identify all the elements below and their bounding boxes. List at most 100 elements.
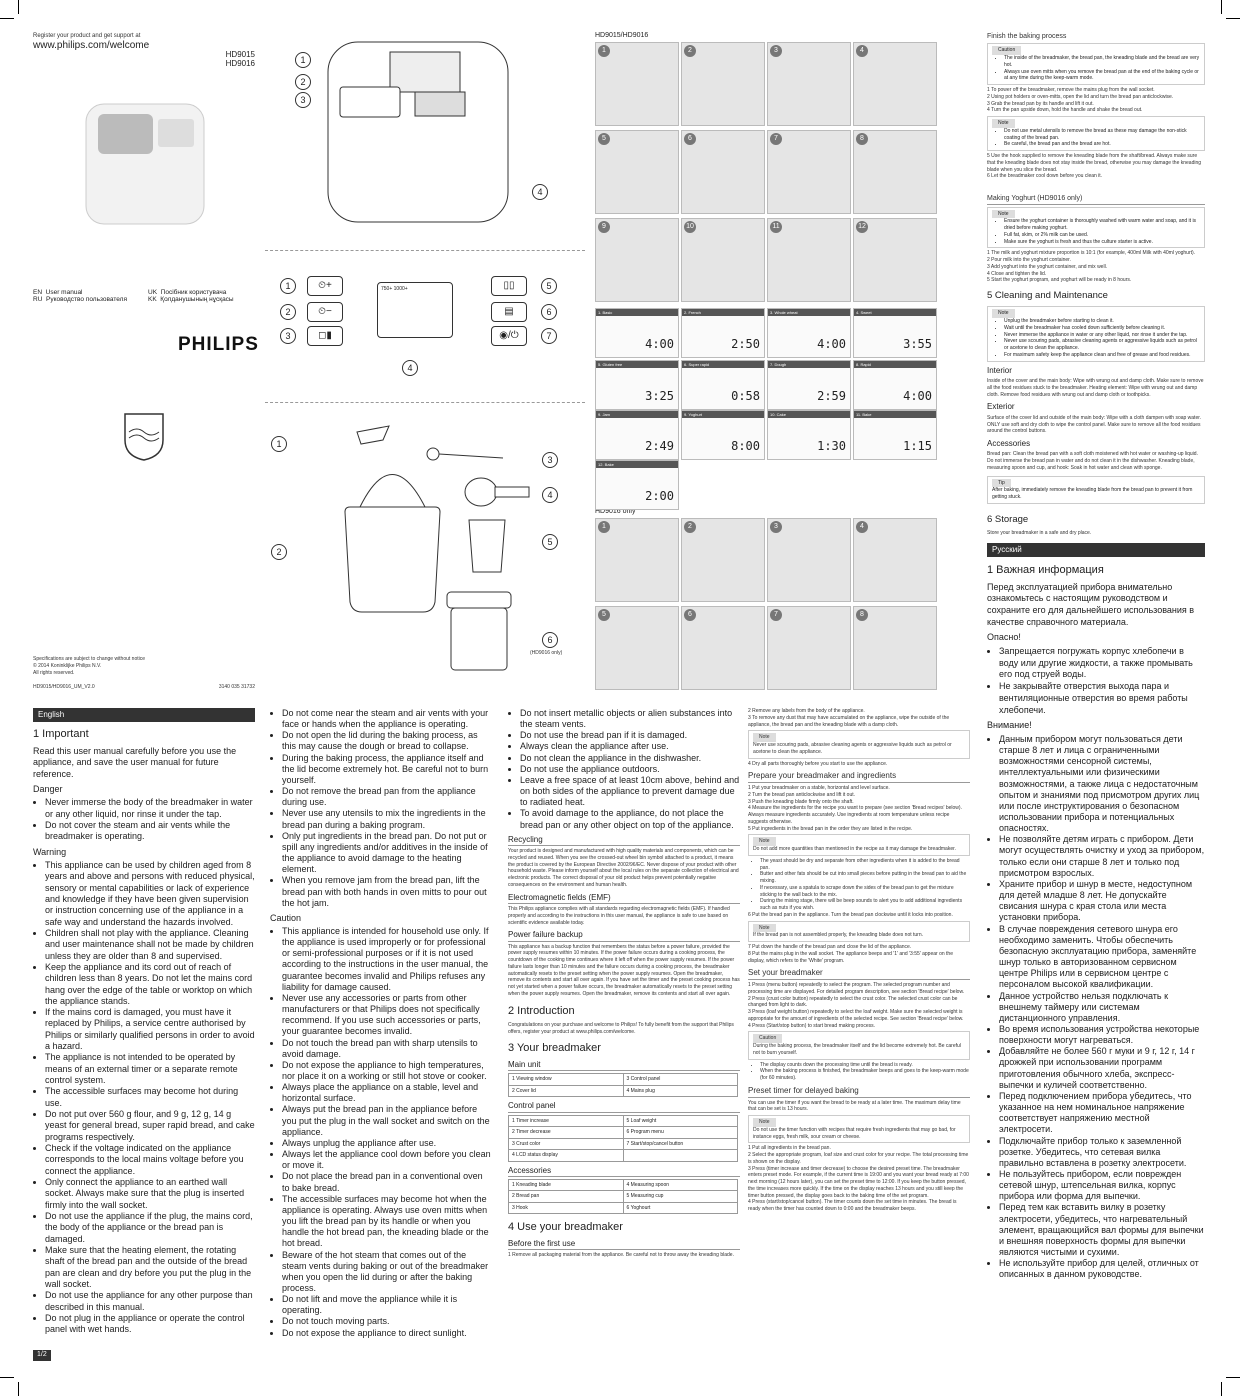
- step-illustration: 7: [767, 130, 851, 214]
- step-item: 1 Put your breadmaker on a stable, horiz…: [748, 785, 890, 792]
- yoghurt-note-list: Ensure the yoghurt container is thorough…: [992, 218, 1200, 245]
- loaf-weight-button[interactable]: ▯▯: [491, 276, 527, 296]
- lang-uk: Посібник користувача: [160, 289, 227, 296]
- table-cell: 1 Kneading blade: [508, 1178, 624, 1192]
- hd9016-only-title: HD9016 only: [595, 508, 636, 515]
- step-number: 6: [684, 609, 696, 621]
- table-cell: 6 Yoghourt: [622, 1201, 738, 1215]
- crop-mark: [1221, 0, 1222, 14]
- list-item: This appliance is intended for household…: [282, 926, 492, 993]
- lcd-status-display: 750+ 1000+: [377, 282, 453, 338]
- register-text: Register your product and get support at: [33, 33, 141, 39]
- step-7: 7 Put down the handle of the bread pan a…: [748, 944, 912, 951]
- ru-danger-list: Запрещается погружать корпус хлебопечи в…: [987, 646, 1205, 716]
- caution-label: Caution: [992, 46, 1022, 56]
- crust-color-button[interactable]: ◻▮: [307, 326, 343, 346]
- list-item: Do not plug in the appliance or operate …: [45, 1313, 255, 1336]
- list-item: Make sure that the heating element, the …: [45, 1245, 255, 1290]
- hook-icon: [426, 447, 504, 461]
- step-item: 2 Press (crust color button) repeatedly …: [748, 995, 958, 1009]
- list-item: Keep the appliance and its cord out of r…: [45, 962, 255, 1007]
- list-item: Leave a free space of at least 10cm abov…: [520, 775, 740, 808]
- list-item: Always place the appliance on a stable, …: [282, 1082, 492, 1104]
- prepare-heading: Prepare your breadmaker and ingredients: [748, 771, 970, 784]
- after-caution-list: The display counts down the processing t…: [748, 1062, 970, 1082]
- list-item: The accessible surfaces may become hot d…: [45, 1086, 255, 1109]
- intro-text: Read this user manual carefully before y…: [33, 745, 237, 779]
- program-time: 3:25: [645, 389, 674, 403]
- finish-caution-list: The inside of the breadmaker, the bread …: [992, 55, 1200, 82]
- step-number: 4: [856, 521, 868, 533]
- program-label: 1. Basic: [596, 309, 678, 316]
- crop-mark: [1226, 1377, 1240, 1378]
- specs-note: Specifications are subject to change wit…: [33, 656, 146, 662]
- program-time: 4:00: [903, 389, 932, 403]
- step-item: 2 Select the appropriate program, loaf s…: [748, 1152, 969, 1165]
- step-illustration: 3: [767, 42, 851, 126]
- list-item: Always put the bread pan in the applianc…: [282, 1104, 492, 1137]
- danger-heading: Danger: [33, 783, 63, 794]
- en-language-bar: English: [33, 708, 255, 723]
- list-item: Данное устройство нельзя подключать к вн…: [999, 991, 1205, 1024]
- safety-list-2: Do not insert metallic objects or alien …: [508, 708, 740, 831]
- yoghurt-heading: Making Yoghurt (HD9016 only): [987, 194, 1205, 205]
- start-stop-button[interactable]: ◉/⏻: [491, 326, 527, 346]
- emf-heading: Electromagnetic fields (EMF): [508, 893, 740, 904]
- important-heading: 1 Important: [33, 728, 89, 741]
- list-item: Butter and other fats should be cut into…: [760, 871, 970, 885]
- program-display: 10. Cake 1:30: [767, 410, 851, 460]
- program-time: 1:30: [817, 439, 846, 453]
- timer-decrease-button[interactable]: ⏲−: [307, 302, 343, 322]
- en-col-3: Do not insert metallic objects or alien …: [508, 708, 740, 1259]
- callout-program-menu: 6: [541, 304, 557, 320]
- program-label: 9. Jam: [596, 411, 678, 418]
- list-item: Данным прибором могут пользоваться дети …: [999, 734, 1205, 834]
- table-cell: 4 Mains plug: [622, 1084, 738, 1098]
- step-item: 3 Press (loaf weight button) repeatedly …: [748, 1009, 964, 1022]
- crop-mark: [18, 1382, 19, 1396]
- table-cell: 3 Crust color: [508, 1137, 624, 1150]
- warning-heading: Warning: [33, 846, 67, 857]
- step-number: 5: [598, 133, 610, 145]
- step-item: 4 Measure the ingredients for the recipe…: [748, 805, 962, 825]
- list-item: When you remove jam from the bread pan, …: [282, 875, 492, 908]
- prepare-steps: 1 Put your breadmaker on a stable, horiz…: [748, 785, 970, 832]
- program-label: 6. Super rapid: [682, 361, 764, 368]
- yoghurt-container-icon: [446, 591, 512, 671]
- doc-id: HD9015/HD9016_UM_V2.0: [33, 684, 95, 690]
- callout-yoghurt: 6: [542, 632, 558, 648]
- step-number: 1: [598, 45, 610, 57]
- introduction-text: Congratulations on your purchase and wel…: [508, 1021, 734, 1035]
- step-number: 8: [856, 133, 868, 145]
- recycling-heading: Recycling: [508, 835, 740, 847]
- list-item: Do not open the lid during the baking pr…: [282, 730, 492, 752]
- power-text: This appliance has a backup function tha…: [508, 943, 740, 997]
- divider: [265, 250, 585, 251]
- list-item: Do not touch the bread pan with sharp ut…: [282, 1038, 492, 1060]
- breadmaker-diagram: [327, 41, 509, 223]
- list-item: Do not use the appliance for any other p…: [45, 1290, 255, 1313]
- program-menu-button[interactable]: ▤: [491, 302, 527, 322]
- list-item: This appliance can be used by children a…: [45, 860, 255, 928]
- list-item: Do not come near the steam and air vents…: [282, 708, 492, 730]
- table-cell: 1 Timer increase: [508, 1114, 624, 1127]
- list-item: Do not remove the bread pan from the app…: [282, 786, 492, 808]
- hd9016-only-note: (HD9016 only): [530, 650, 563, 656]
- before-step-3: 3 To remove any dust that may have accum…: [748, 714, 950, 728]
- table-cell: 6 Program menu: [622, 1126, 738, 1139]
- welcome-url[interactable]: www.philips.com/welcome: [33, 40, 150, 52]
- list-item: Перед тем как вставить вилку в розетку э…: [999, 1202, 1205, 1258]
- storage-heading: 6 Storage: [987, 513, 1029, 525]
- timer-increase-button[interactable]: ⏲+: [307, 276, 343, 296]
- program-time: 2:50: [731, 337, 760, 351]
- program-label: 10. Cake: [768, 411, 850, 418]
- lang-en: User manual: [45, 289, 83, 296]
- list-item: During the baking process, the appliance…: [282, 753, 492, 786]
- tip-text: After baking, immediately remove the kne…: [992, 487, 1193, 501]
- list-item: Never use any accessories or parts from …: [282, 993, 492, 1038]
